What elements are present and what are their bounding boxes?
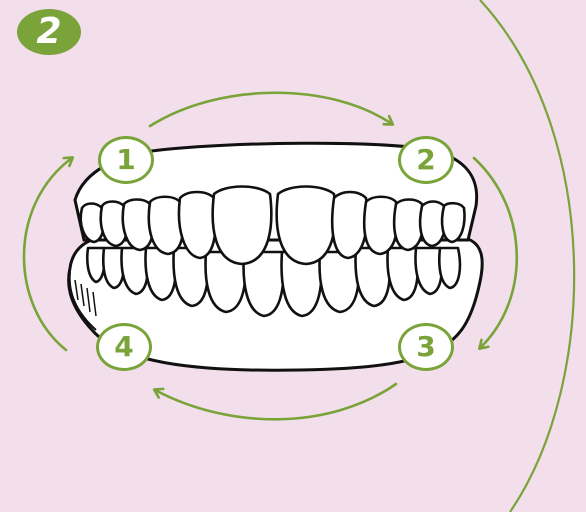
position-marker-1: 1	[98, 136, 154, 184]
step-number-badge: 2	[17, 9, 81, 55]
position-marker-2: 2	[398, 136, 454, 184]
position-marker-4: 4	[96, 323, 152, 371]
position-marker-3: 3	[398, 323, 454, 371]
arrow-4-to-1	[24, 158, 72, 350]
arrow-3-to-4	[155, 384, 396, 419]
background-arc	[480, 0, 574, 512]
arrow-1-to-2	[150, 93, 392, 126]
